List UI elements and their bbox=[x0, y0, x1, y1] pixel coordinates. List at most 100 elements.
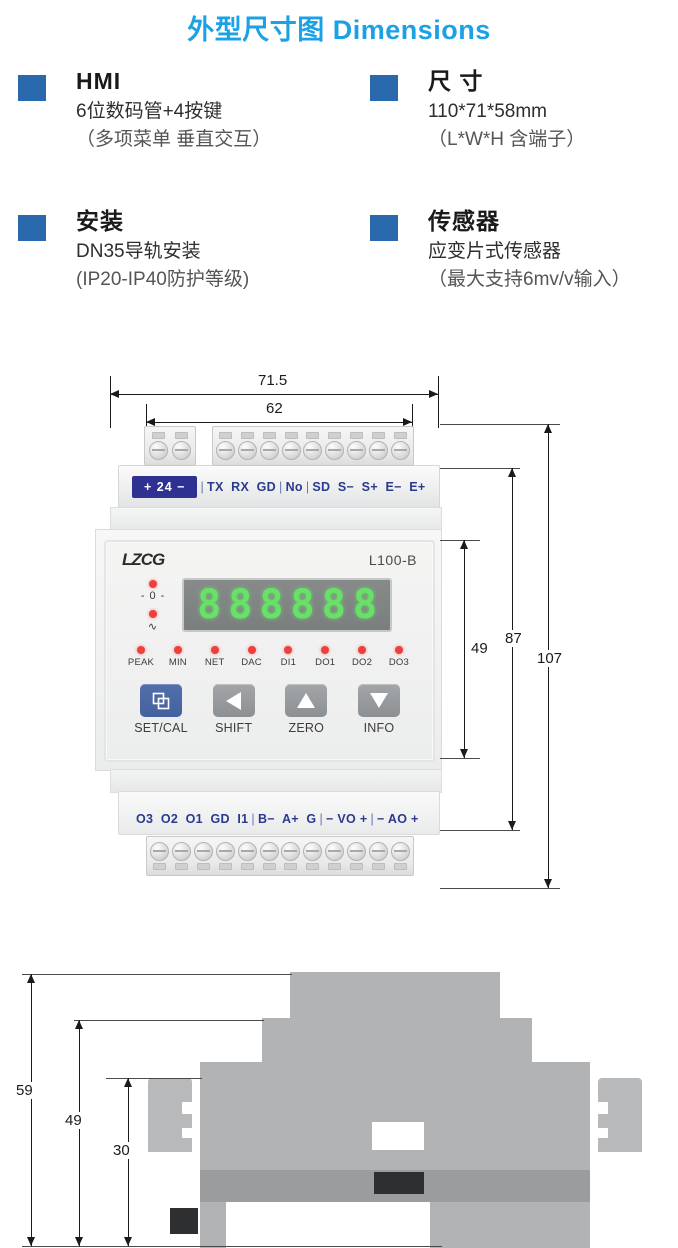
terminal-cell[interactable] bbox=[346, 842, 366, 870]
dim-line-49 bbox=[464, 540, 465, 758]
terminal-cell[interactable] bbox=[346, 432, 366, 460]
terminal-cell[interactable] bbox=[237, 842, 257, 870]
button-set-cal[interactable]: SET/CAL bbox=[130, 684, 192, 735]
terminal-cell[interactable] bbox=[259, 432, 279, 460]
terminal-screw-icon[interactable] bbox=[390, 441, 410, 460]
terminal-cell[interactable] bbox=[259, 842, 279, 870]
button-zero[interactable]: ZERO bbox=[275, 684, 337, 735]
button-zero-label: ZERO bbox=[288, 721, 325, 735]
terminal-cell[interactable] bbox=[194, 842, 214, 870]
terminal-cell[interactable] bbox=[368, 842, 388, 870]
bullet-square-icon bbox=[370, 215, 398, 241]
dim-ext-right-71 bbox=[438, 376, 439, 428]
top-terminal-labels: + 24 − | TX RX GD | No | SD S− S+ E− E+ bbox=[132, 476, 432, 498]
din-clip-left-notch2 bbox=[182, 1128, 196, 1138]
screw-slot-icon bbox=[328, 432, 342, 439]
dim-arrow-up-49s bbox=[75, 1020, 83, 1029]
dim-ext-left-71 bbox=[110, 376, 111, 428]
terminal-cell[interactable] bbox=[303, 432, 323, 460]
terminal-cell[interactable] bbox=[150, 842, 170, 870]
side-indicator-group: - 0 - ∿ bbox=[130, 580, 176, 641]
zero-indicator: - 0 - bbox=[130, 580, 176, 602]
terminal-screw-icon[interactable] bbox=[325, 842, 345, 861]
din-clip-left bbox=[148, 1078, 192, 1152]
terminal-screw-icon[interactable] bbox=[281, 842, 301, 861]
dim-line-59 bbox=[31, 974, 32, 1246]
status-led-do3: DO3 bbox=[382, 646, 416, 668]
dim-arrow-up-87 bbox=[508, 468, 516, 477]
terminal-cell[interactable] bbox=[368, 432, 388, 460]
feature-install-line1: DN35导轨安装 bbox=[76, 241, 201, 263]
bottom-terminal-block[interactable] bbox=[146, 836, 414, 876]
terminal-cell[interactable] bbox=[325, 432, 345, 460]
triangle-left-icon[interactable] bbox=[212, 684, 255, 717]
terminal-screw-icon[interactable] bbox=[346, 842, 366, 861]
screw-slot-icon bbox=[393, 863, 407, 870]
terminal-cell[interactable] bbox=[325, 842, 345, 870]
terminal-cell[interactable] bbox=[216, 432, 236, 460]
terminal-screw-icon[interactable] bbox=[238, 441, 258, 460]
terminal-screw-icon[interactable] bbox=[150, 842, 170, 861]
terminal-cell[interactable] bbox=[390, 842, 410, 870]
din-clip-left-notch bbox=[182, 1102, 196, 1114]
terminal-cell[interactable] bbox=[149, 432, 168, 460]
screw-slot-icon bbox=[197, 863, 211, 870]
dim-side-rail: 30 bbox=[110, 1142, 133, 1159]
status-led-label: DAC bbox=[241, 657, 262, 668]
triangle-down-icon[interactable] bbox=[357, 684, 400, 717]
triangle-up-icon[interactable] bbox=[285, 684, 328, 717]
terminal-screw-icon[interactable] bbox=[237, 842, 257, 861]
terminal-cell[interactable] bbox=[172, 432, 191, 460]
top-terminal-block-power[interactable] bbox=[144, 426, 196, 466]
terminal-screw-icon[interactable] bbox=[259, 441, 279, 460]
terminal-screw-icon[interactable] bbox=[303, 842, 323, 861]
screw-slot-icon bbox=[306, 863, 320, 870]
status-led-do1: DO1 bbox=[308, 646, 342, 668]
terminal-cell[interactable] bbox=[281, 842, 301, 870]
dim-width-total: 71.5 bbox=[255, 372, 291, 389]
terminal-screw-icon[interactable] bbox=[390, 842, 410, 861]
terminal-screw-icon[interactable] bbox=[149, 441, 168, 460]
terminal-screw-icon[interactable] bbox=[368, 842, 388, 861]
button-info[interactable]: INFO bbox=[348, 684, 410, 735]
terminal-screw-icon[interactable] bbox=[281, 441, 301, 460]
terminal-screw-icon[interactable] bbox=[216, 441, 236, 460]
terminal-screw-icon[interactable] bbox=[368, 441, 388, 460]
feature-sensor-heading: 传感器 bbox=[428, 208, 500, 234]
feature-install-heading: 安装 bbox=[76, 208, 124, 234]
terminal-screw-icon[interactable] bbox=[346, 441, 366, 460]
dim-line-87 bbox=[512, 468, 513, 830]
terminal-screw-icon[interactable] bbox=[303, 441, 323, 460]
terminal-cell[interactable] bbox=[303, 842, 323, 870]
screw-slot-icon bbox=[349, 432, 363, 439]
display-digit: 8 bbox=[228, 582, 253, 628]
terminal-screw-icon[interactable] bbox=[215, 842, 235, 861]
stable-indicator: ∿ bbox=[130, 610, 176, 633]
dim-line-62 bbox=[146, 422, 412, 423]
terminal-screw-icon[interactable] bbox=[259, 842, 279, 861]
terminal-cell[interactable] bbox=[281, 432, 301, 460]
dim-ext-bot-49 bbox=[440, 758, 480, 759]
feature-grid: HMI 6位数码管+4按键 （多项菜单 垂直交互） 尺 寸 110*71*58m… bbox=[0, 68, 678, 338]
button-shift-label: SHIFT bbox=[215, 721, 253, 735]
terminal-cell[interactable] bbox=[390, 432, 410, 460]
terminal-cell[interactable] bbox=[172, 842, 192, 870]
terminal-cell[interactable] bbox=[238, 432, 258, 460]
terminal-screw-icon[interactable] bbox=[325, 441, 345, 460]
terminal-cell[interactable] bbox=[215, 842, 235, 870]
front-view-drawing: 71.5 62 + 24 − | TX RX GD | No | SD S− S… bbox=[0, 368, 678, 928]
button-shift[interactable]: SHIFT bbox=[203, 684, 265, 735]
terminal-screw-icon[interactable] bbox=[172, 842, 192, 861]
label-divider: | bbox=[370, 812, 374, 826]
led-icon bbox=[321, 646, 330, 654]
screw-slot-icon bbox=[152, 432, 165, 439]
terminal-screw-icon[interactable] bbox=[194, 842, 214, 861]
terminal-screw-icon[interactable] bbox=[172, 441, 191, 460]
chassis-lower-lip bbox=[110, 769, 442, 793]
screw-slot-icon bbox=[371, 432, 385, 439]
screw-slot-icon bbox=[328, 863, 342, 870]
dim-height-panel: 49 bbox=[468, 640, 491, 657]
overlap-squares-icon[interactable] bbox=[140, 684, 182, 717]
status-led-label: DO1 bbox=[315, 657, 336, 668]
top-terminal-block-signal[interactable] bbox=[212, 426, 414, 466]
